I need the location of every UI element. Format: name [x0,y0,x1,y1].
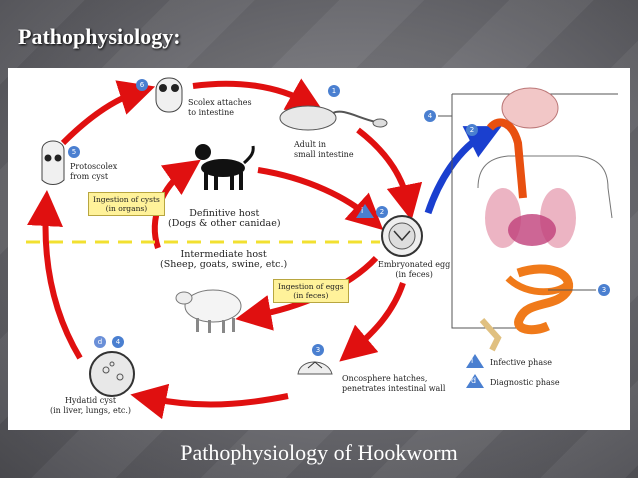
lifecycle-diagram-panel: Scolex attaches to intestine Adult in sm… [8,68,630,430]
body-badge-4: 4 [424,110,436,122]
step-badge-4: 4 [112,336,124,348]
protoscolex-illustration [41,140,65,185]
scolex-label: Scolex attaches to intestine [188,98,252,117]
legend-infective-label: Infective phase [490,358,552,367]
legend-diagnostic-label: Diagnostic phase [490,378,560,387]
embryonated-egg-label: Embryonated egg (in feces) [378,260,451,279]
embryonated-egg-illustration [381,215,423,257]
hydatid-cyst-label: Hydatid cyst (in liver, lungs, etc.) [50,396,132,415]
oncosphere-label: Oncosphere hatches, penetrates intestina… [342,374,446,393]
ingestion-eggs-box: Ingestion of eggs (in feces) [273,279,349,303]
scolex-illustration [155,77,183,113]
adult-label: Adult in small intestine [294,140,354,159]
infective-stage-letter: i [361,206,364,215]
step-badge-3: 3 [312,344,324,356]
human-anatomy-illustration [438,87,618,352]
arrow-egg-to-human [424,126,502,215]
dog-silhouette [195,144,255,190]
legend-diagnostic-letter: d [471,376,477,385]
step-badge-d: d [94,336,106,348]
lifecycle-diagram [26,77,618,420]
slide-caption: Pathophysiology of Hookworm [180,440,458,465]
definitive-host-label: Definitive host (Dogs & other canidae) [168,208,281,229]
arrow-egg-to-oncosphere [339,282,406,362]
sheep-illustration [175,289,242,333]
step-badge-2: 2 [376,206,388,218]
step-badge-1: 1 [328,85,340,97]
legend-infective-marker: i [466,354,484,368]
arrow-cyst-to-protoscolex [27,190,83,360]
arrow-oncosphere-to-cyst [130,383,289,420]
hydatid-cyst-illustration [89,351,135,397]
step-badge-6: 6 [136,79,148,91]
intermediate-host-label: Intermediate host (Sheep, goats, swine, … [160,249,288,270]
arrow-scolex-to-adult [192,78,324,112]
body-badge-2: 2 [466,124,478,136]
arrow-protoscolex-to-scolex [60,80,156,146]
legend-diagnostic-marker: d [466,374,484,388]
protoscolex-label: Protoscolex from cyst [70,162,118,181]
ingestion-cysts-box: Ingestion of cysts (in organs) [88,192,165,216]
body-badge-3: 3 [598,284,610,296]
oncosphere-illustration [297,361,333,375]
infective-stage-marker: i [356,204,374,218]
adult-worm-illustration [279,105,388,131]
step-badge-5: 5 [68,146,80,158]
page-title: Pathophysiology: [18,24,181,49]
arrow-adult-to-egg [356,127,423,221]
legend-infective-letter: i [471,356,474,365]
